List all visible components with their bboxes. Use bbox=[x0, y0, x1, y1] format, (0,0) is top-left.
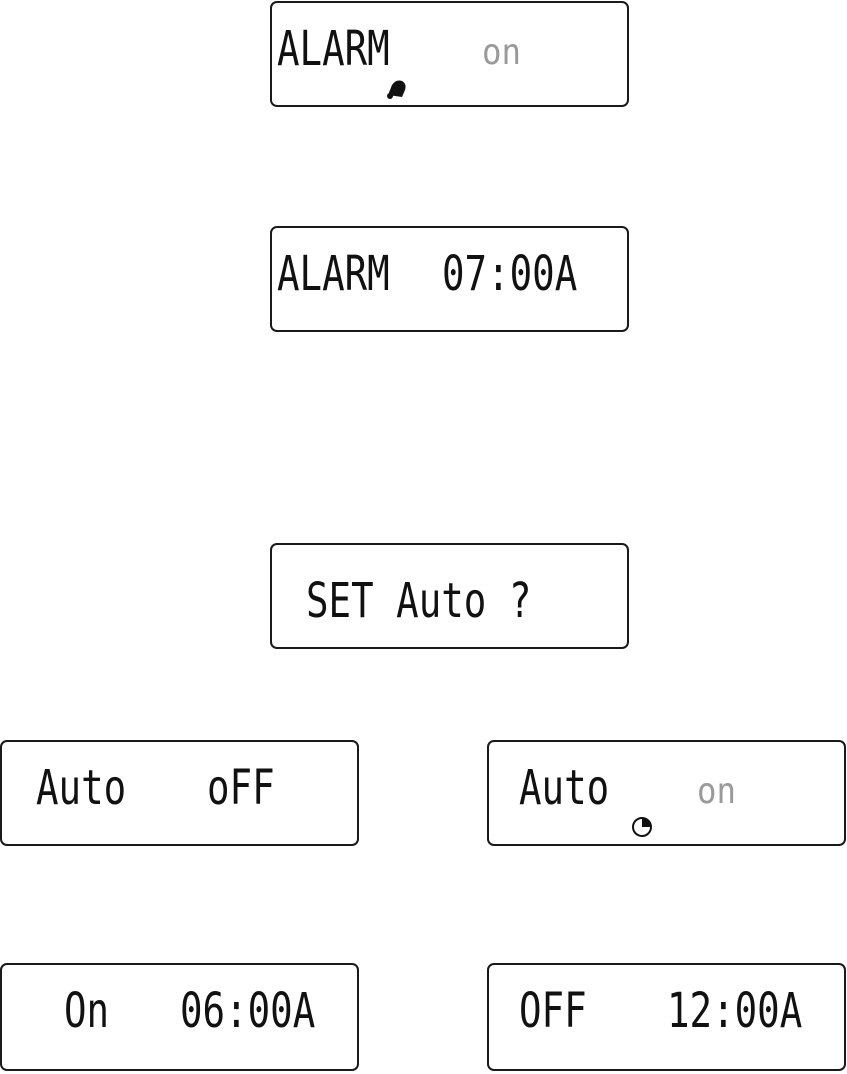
lcd-alarm-on: ALARM on bbox=[270, 1, 629, 107]
off-time: 12:00A bbox=[667, 987, 802, 1035]
bell-icon bbox=[384, 77, 410, 99]
auto-label: Auto bbox=[519, 764, 609, 812]
lcd-on-time: On 06:00A bbox=[0, 963, 359, 1071]
alarm-label: ALARM bbox=[277, 250, 390, 298]
lcd-alarm-time: ALARM 07:00A bbox=[270, 226, 629, 332]
auto-label: Auto bbox=[36, 764, 126, 812]
alarm-label: ALARM bbox=[277, 25, 390, 73]
auto-state: oFF bbox=[207, 764, 275, 812]
alarm-state: on bbox=[482, 35, 521, 71]
off-label: OFF bbox=[519, 987, 587, 1035]
lcd-set-auto: SET Auto ? bbox=[270, 543, 629, 649]
on-time: 06:00A bbox=[180, 987, 315, 1035]
auto-state: on bbox=[697, 774, 736, 810]
lcd-auto-on: Auto on bbox=[487, 740, 846, 846]
alarm-time: 07:00A bbox=[442, 250, 577, 298]
lcd-auto-off: Auto oFF bbox=[0, 740, 359, 846]
lcd-off-time: OFF 12:00A bbox=[487, 963, 846, 1071]
on-label: On bbox=[64, 987, 109, 1035]
timer-icon bbox=[631, 816, 653, 838]
set-auto-prompt: SET Auto ? bbox=[306, 577, 531, 625]
